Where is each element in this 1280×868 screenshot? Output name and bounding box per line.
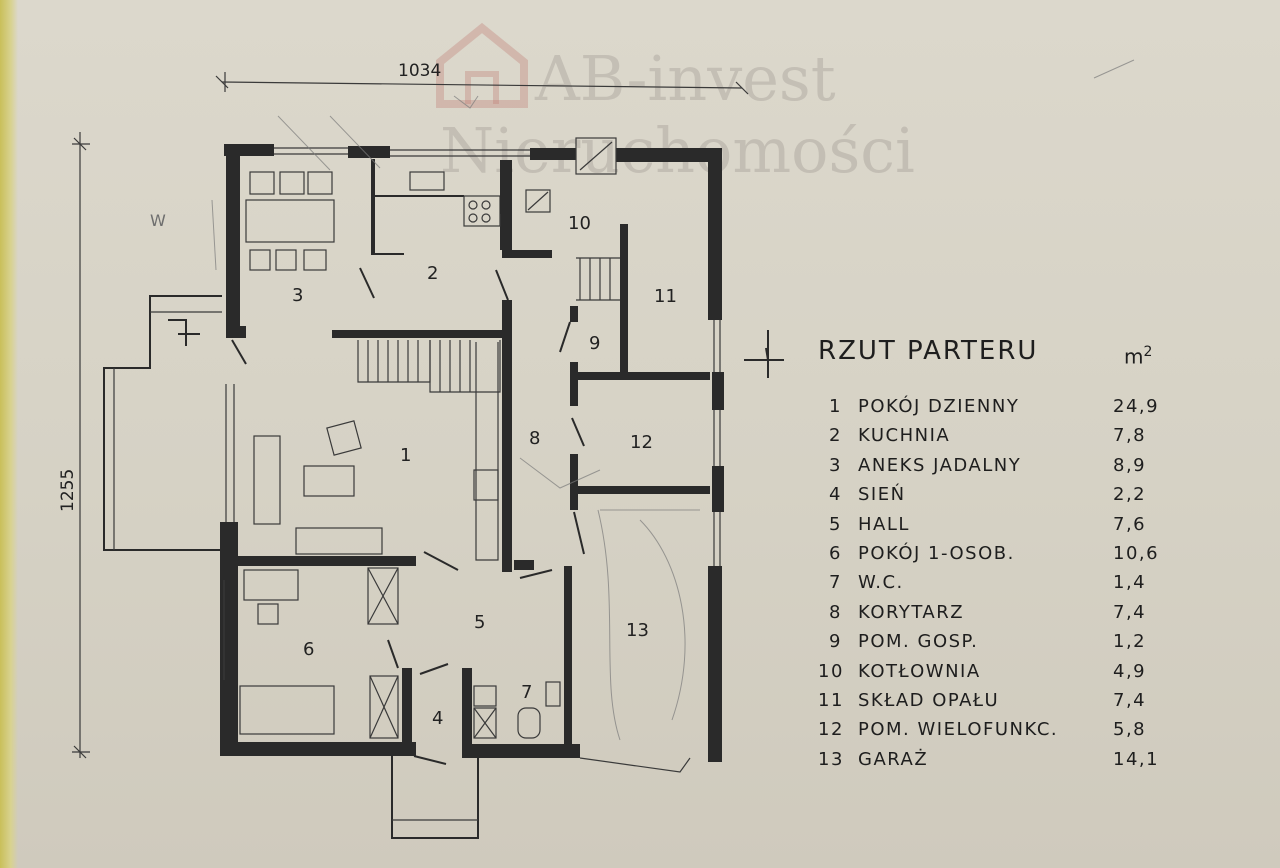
room-number-11: 11 <box>654 286 677 307</box>
legend-room-area: 10,6 <box>1113 543 1160 564</box>
legend-room-number: 10 <box>818 660 844 682</box>
room-number-5: 5 <box>474 612 485 633</box>
legend-room-area: 7,6 <box>1113 513 1147 535</box>
legend-room-name: W.C. <box>858 572 904 594</box>
room-number-9: 9 <box>589 333 600 354</box>
legend-room-area: 1,2 <box>1113 631 1147 653</box>
legend-room-number: 2 <box>829 425 842 447</box>
height-label: 1255 <box>58 469 78 512</box>
legend-room-name: ANEKS JADALNY <box>858 454 1022 476</box>
pencil-note: W <box>150 211 166 230</box>
legend-room-area: 7,4 <box>1113 601 1147 623</box>
legend-room-number: 4 <box>829 484 842 506</box>
legend-room-area: 5,8 <box>1113 719 1147 741</box>
room-number-13: 13 <box>626 620 649 641</box>
watermark-line1: AB-invest <box>534 42 836 115</box>
furniture <box>239 137 620 739</box>
interior-walls <box>238 159 710 756</box>
pencil-marks: W <box>150 59 1135 741</box>
legend-room-name: POM. WIELOFUNKC. <box>858 719 1059 741</box>
room-numbers: 1 2 3 4 5 6 7 8 9 10 11 12 13 <box>292 213 677 729</box>
room-number-3: 3 <box>292 285 303 306</box>
legend-unit: m2 <box>1124 344 1152 369</box>
legend-room-area: 14,1 <box>1113 748 1160 770</box>
legend-room-number: 8 <box>829 601 842 623</box>
legend-room-area: 2,2 <box>1113 484 1147 506</box>
width-dimension: 1034 <box>215 61 749 95</box>
legend-room-name: KOTŁOWNIA <box>858 660 981 682</box>
room-number-6: 6 <box>303 639 314 660</box>
legend-room-number: 9 <box>829 631 842 653</box>
height-dimension: 1255 <box>58 132 90 759</box>
legend-room-number: 5 <box>829 513 842 535</box>
legend-room-name: SIEŃ <box>858 484 906 506</box>
room-number-10: 10 <box>568 213 591 234</box>
legend-room-name: GARAŻ <box>858 748 929 770</box>
legend-room-name: KUCHNIA <box>858 425 951 447</box>
room-number-12: 12 <box>630 432 653 453</box>
room-number-1: 1 <box>400 445 411 466</box>
legend-title: RZUT PARTERU <box>818 336 1039 366</box>
legend-unit-exponent: 2 <box>1143 344 1153 360</box>
legend-room-area: 7,4 <box>1113 690 1147 711</box>
watermark: AB-invest Nieruchomości <box>436 22 915 187</box>
paper-edge <box>0 0 18 868</box>
legend-room-name: HALL <box>858 513 910 535</box>
legend-unit-base: m <box>1124 344 1144 369</box>
width-label: 1034 <box>398 61 441 81</box>
legend-room-area: 7,8 <box>1113 425 1147 447</box>
legend-room-name: POM. GOSP. <box>858 631 979 653</box>
legend-room-number: 1 <box>829 396 842 417</box>
legend-room-number: 3 <box>829 454 842 476</box>
legend-room-name: KORYTARZ <box>858 601 965 623</box>
legend-room-area: 4,9 <box>1113 660 1147 682</box>
legend-room-area: 8,9 <box>1113 454 1147 476</box>
legend-room-number: 13 <box>818 748 844 770</box>
terrace <box>103 295 784 839</box>
windows <box>223 147 721 773</box>
legend-room-name: SKŁAD OPAŁU <box>858 690 1000 711</box>
legend-room-name: POKÓJ 1-OSOB. <box>858 543 1015 564</box>
legend-room-number: 7 <box>829 572 842 594</box>
legend-room-number: 12 <box>818 719 844 741</box>
room-number-7: 7 <box>521 682 532 703</box>
legend-room-number: 6 <box>829 543 842 564</box>
room-number-8: 8 <box>529 428 540 449</box>
legend-room-number: 11 <box>818 690 844 711</box>
doors <box>231 267 585 765</box>
legend-room-area: 24,9 <box>1113 396 1160 417</box>
room-number-2: 2 <box>427 263 438 284</box>
legend-room-area: 1,4 <box>1113 572 1147 594</box>
legend-room-name: POKÓJ DZIENNY <box>858 396 1020 417</box>
room-number-4: 4 <box>432 708 443 729</box>
outer-walls <box>220 144 724 762</box>
